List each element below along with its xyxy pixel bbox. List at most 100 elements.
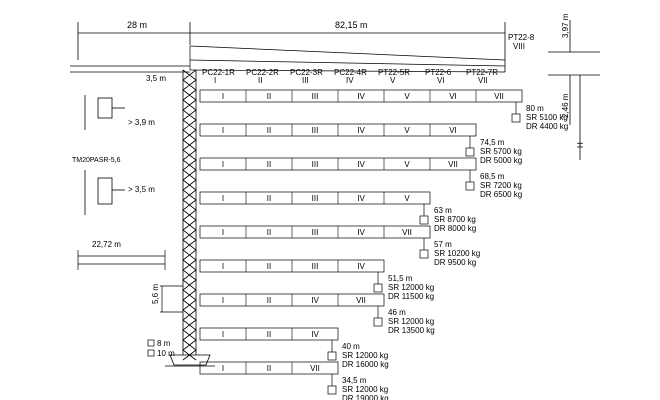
segment-label: III	[312, 228, 319, 237]
config-sr: SR 7200 kg	[480, 181, 522, 190]
base-option-checkbox-1	[147, 339, 155, 347]
segment-label: V	[404, 194, 410, 203]
config-length: 63 m	[434, 206, 452, 215]
tip-section-roman: VIII	[513, 42, 525, 51]
mast-top-offset: 3,5 m	[146, 74, 166, 83]
top-section-code: PC22-3R	[290, 68, 323, 77]
config-dr: DR 13500 kg	[388, 326, 435, 335]
segment-label: I	[222, 262, 224, 271]
hook-block	[373, 317, 383, 327]
config-length: 74,5 m	[480, 138, 505, 147]
segment-label: I	[222, 364, 224, 373]
segment-label: I	[222, 296, 224, 305]
counter-jib-length: 28 m	[127, 20, 147, 30]
segment-label: I	[222, 126, 224, 135]
config-length: 51,5 m	[388, 274, 413, 283]
segment-label: VII	[310, 364, 320, 373]
hook-block	[465, 181, 475, 191]
hook-block	[511, 113, 521, 123]
hook-block	[419, 249, 429, 259]
top-section-code: PC22-1R	[202, 68, 235, 77]
segment-label: II	[267, 228, 271, 237]
segment-label: IV	[357, 126, 365, 135]
segment-label: II	[267, 92, 271, 101]
segment-label: VI	[449, 92, 457, 101]
base-counter-jib	[77, 250, 166, 270]
segment-label: IV	[357, 228, 365, 237]
segment-label: IV	[357, 160, 365, 169]
top-dimensions	[77, 20, 600, 160]
top-section-roman: I	[214, 76, 216, 85]
hook-block	[465, 147, 475, 157]
base-options: 8 m 10 m	[147, 339, 175, 358]
segment-label: V	[404, 160, 410, 169]
base-counter-jib-length: 22,72 m	[92, 240, 121, 249]
anchor-model-label: TM20PASR-5,6	[72, 157, 121, 164]
top-section-roman: VI	[437, 76, 445, 85]
segment-label: IV	[357, 92, 365, 101]
segment-label: II	[267, 126, 271, 135]
top-section-roman: II	[258, 76, 262, 85]
segment-label: I	[222, 194, 224, 203]
segment-label: IV	[357, 262, 365, 271]
base-option-checkbox-2	[147, 349, 155, 357]
segment-label: IV	[357, 194, 365, 203]
config-dr: DR 5000 kg	[480, 156, 522, 165]
top-section-roman: III	[302, 76, 309, 85]
base-option-2: 10 m	[157, 349, 175, 358]
top-section-roman: V	[390, 76, 396, 85]
config-dr: DR 16000 kg	[342, 360, 389, 369]
segment-label: VII	[356, 296, 366, 305]
config-length: 68,5 m	[480, 172, 505, 181]
segment-label: IV	[311, 330, 319, 339]
segment-label: VII	[448, 160, 458, 169]
top-section-code: PT22-7R	[466, 68, 498, 77]
top-section-code: PC22-2R	[246, 68, 279, 77]
anchor-offset-2: > 3,5 m	[128, 185, 155, 194]
segment-label: I	[222, 330, 224, 339]
segment-label: II	[267, 364, 271, 373]
config-sr: SR 5100 kg	[526, 113, 568, 122]
config-length: 80 m	[526, 104, 544, 113]
jib-outline	[199, 191, 431, 205]
segment-label: VII	[402, 228, 412, 237]
jib-outline	[199, 327, 339, 341]
top-height-label: 3,97 m	[561, 13, 570, 38]
top-section-code: PT22-5R	[378, 68, 410, 77]
config-sr: SR 12000 kg	[342, 351, 388, 360]
hook-block	[327, 351, 337, 361]
segment-label: II	[267, 330, 271, 339]
mast-section-dimension	[160, 285, 183, 313]
hook-block	[327, 385, 337, 395]
config-sr: SR 5700 kg	[480, 147, 522, 156]
segment-label: II	[267, 262, 271, 271]
config-dr: DR 4400 kg	[526, 122, 568, 131]
mast-section-height: 5,6 m	[151, 284, 160, 304]
segment-label: VII	[494, 92, 504, 101]
anchor-detail-1	[84, 95, 125, 130]
segment-label: I	[222, 160, 224, 169]
segment-label: IV	[311, 296, 319, 305]
main-jib-length: 82,15 m	[335, 20, 368, 30]
segment-label: III	[312, 194, 319, 203]
config-dr: DR 6500 kg	[480, 190, 522, 199]
top-section-code: PC22-4R	[334, 68, 367, 77]
config-sr: SR 10200 kg	[434, 249, 480, 258]
segment-label: V	[404, 92, 410, 101]
jib-outline	[199, 361, 339, 375]
config-sr: SR 12000 kg	[388, 317, 434, 326]
segment-label: III	[312, 262, 319, 271]
config-dr: DR 11500 kg	[388, 292, 434, 301]
top-section-roman: IV	[346, 76, 354, 85]
main-jib-top	[70, 45, 506, 73]
anchor-detail-2	[84, 170, 125, 215]
